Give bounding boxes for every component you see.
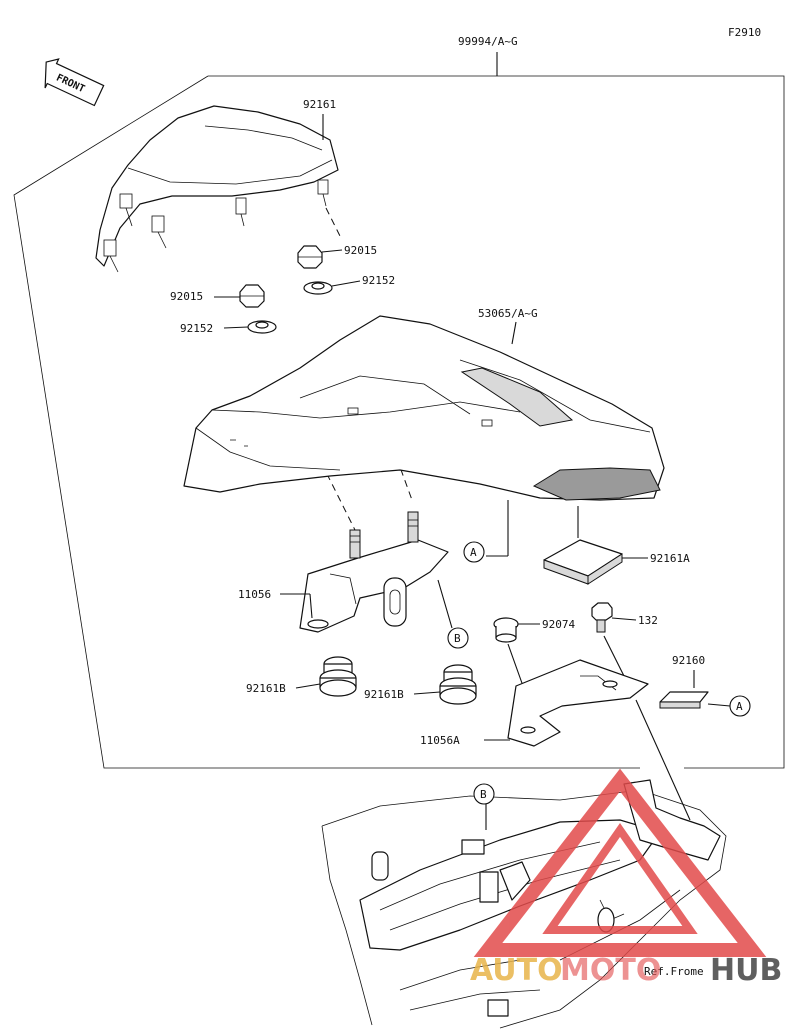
label-92015-right: 92015: [344, 244, 377, 257]
label-92015-left: 92015: [170, 290, 203, 303]
ref-b-lower-text: B: [480, 788, 487, 801]
bracket-11056: [299, 511, 449, 633]
label-92161A: 92161A: [650, 552, 690, 565]
label-92074: 92074: [542, 618, 575, 631]
ref-a-lower-text: A: [736, 700, 743, 713]
bracket-11056A: [507, 659, 649, 747]
label-92161: 92161: [303, 98, 336, 111]
label-132: 132: [638, 614, 658, 627]
label-53065: 53065/A~G: [478, 307, 538, 320]
ref-marker-a-upper: A: [463, 541, 485, 563]
ref-b-upper-text: B: [454, 632, 461, 645]
label-92160: 92160: [672, 654, 705, 667]
ref-frame-label: Ref.Frome: [644, 965, 704, 978]
label-11056A: 11056A: [420, 734, 460, 747]
watermark-logo: [473, 768, 767, 957]
ref-marker-b-lower: B: [473, 783, 495, 805]
label-92161B-right: 92161B: [364, 688, 404, 701]
kit-number-label: 99994/A~G: [458, 35, 518, 48]
pad-92161A: [543, 539, 623, 585]
label-11056: 11056: [238, 588, 271, 601]
washer-92152-left: [247, 320, 277, 334]
ref-marker-b-upper: B: [447, 627, 469, 649]
reference-frame-drawing: [321, 779, 727, 1029]
rubber-foot-92161B-left: [319, 656, 357, 697]
seat-cover-92161: [95, 105, 339, 273]
ref-marker-a-lower: A: [729, 695, 751, 717]
washer-92152-right: [303, 281, 333, 295]
rubber-foot-92161B-right: [439, 664, 477, 705]
watermark-part2: MOTO: [560, 953, 661, 988]
ref-a-upper-text: A: [470, 546, 477, 559]
label-92161B-left: 92161B: [246, 682, 286, 695]
watermark-part1: AUTO: [470, 953, 563, 988]
label-92152-right: 92152: [362, 274, 395, 287]
seat-cowl-53065: [183, 315, 665, 501]
front-direction-icon: FRONT: [44, 58, 105, 107]
kit-boundary: [13, 75, 785, 769]
grommet-92074: [493, 617, 519, 643]
watermark-part3: HUB: [710, 953, 782, 988]
figure-code: F2910: [728, 26, 761, 39]
bolt-132: [591, 602, 613, 633]
nut-92015-left: [239, 284, 265, 308]
tag-92160: [659, 691, 709, 709]
label-92152-left: 92152: [180, 322, 213, 335]
nut-92015-right: [297, 245, 323, 269]
